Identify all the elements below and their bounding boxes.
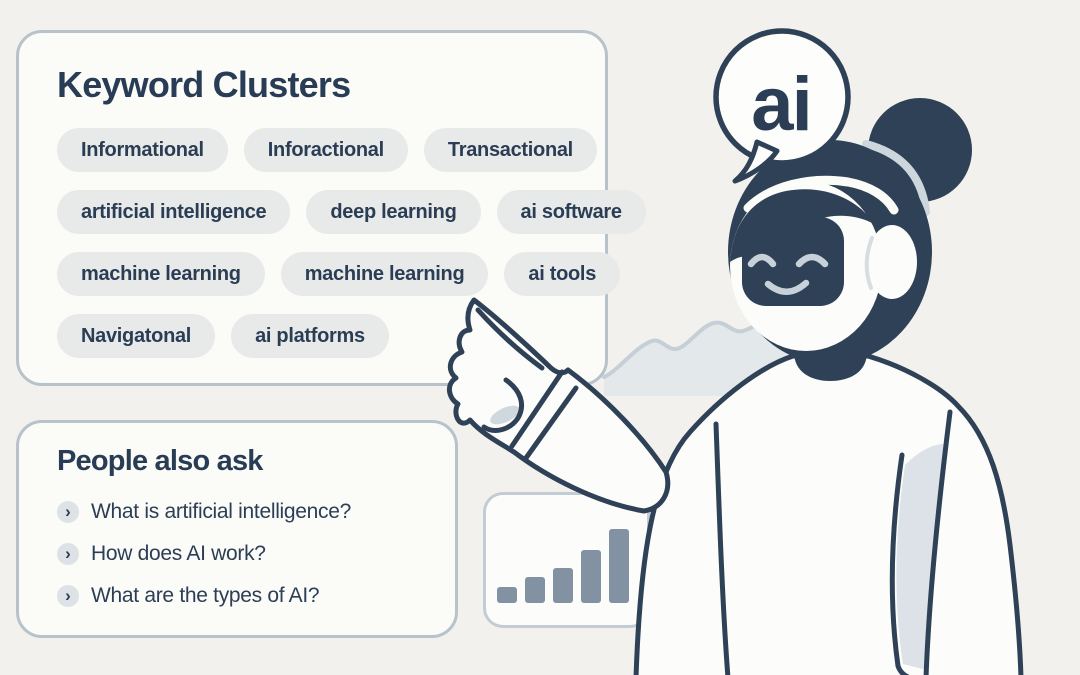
keyword-tag[interactable]: ai platforms [231,314,389,358]
keyword-tag[interactable]: artificial intelligence [57,190,291,234]
keyword-tag[interactable]: ai software [496,190,646,234]
tag-row-2: artificial intelligence deep learning ai… [57,190,646,234]
robot-face [728,98,972,364]
hair-fringe [730,189,874,266]
ai-speech-bubble: ai [713,28,851,184]
keyword-tag[interactable]: Inforactional [243,128,408,172]
chevron-right-icon: › [57,543,79,565]
keyword-tag[interactable]: Transactional [423,128,597,172]
keyword-clusters-panel: Keyword Clusters Informational Inforacti… [16,30,646,386]
tag-row-3: machine learning machine learning ai too… [57,252,621,296]
smile [764,279,810,295]
hair-bun [868,98,972,202]
paa-question[interactable]: › What is artificial intelligence? [57,500,351,524]
keyword-tag[interactable]: deep learning [306,190,481,234]
paa-question-text: What are the types of AI? [91,584,320,607]
people-also-ask-title: People also ask [57,445,263,477]
chevron-right-icon: › [57,501,79,523]
neck [794,338,867,381]
eye-right [795,253,829,268]
chart-bar [609,529,629,603]
people-also-ask-panel: People also ask › What is artificial int… [16,420,458,638]
ear [867,225,917,299]
torso [633,353,1024,675]
chart-bar [553,568,573,603]
hair-highlight [743,175,899,215]
speech-bubble-text: ai [751,62,810,147]
tag-row-4: Navigatonal ai platforms [57,314,389,358]
face [730,181,882,351]
paa-question[interactable]: › How does AI work? [57,542,266,566]
bar-chart-card [483,492,650,628]
chart-bar [581,550,601,603]
face-screen [742,217,844,306]
keyword-clusters-title: Keyword Clusters [57,64,351,105]
arm-shadow [896,444,944,670]
paa-question[interactable]: › What are the types of AI? [57,584,320,608]
chart-bar [497,587,517,603]
keyword-tag[interactable]: Navigatonal [57,314,216,358]
paa-question-text: How does AI work? [91,542,266,565]
chevron-right-icon: › [57,585,79,607]
keyword-tag[interactable]: Informational [57,128,228,172]
bar-chart-icon [497,529,629,603]
keyword-tag[interactable]: machine learning [57,252,265,296]
keyword-tag[interactable]: machine learning [280,252,489,296]
tag-row-1: Informational Inforactional Transactiona… [57,128,597,172]
eye-left [747,253,777,268]
keyword-tag[interactable]: ai tools [504,252,621,296]
chart-bar [525,577,545,603]
trend-wave-graphic [602,320,910,396]
paa-question-text: What is artificial intelligence? [91,500,352,523]
head [728,140,932,364]
